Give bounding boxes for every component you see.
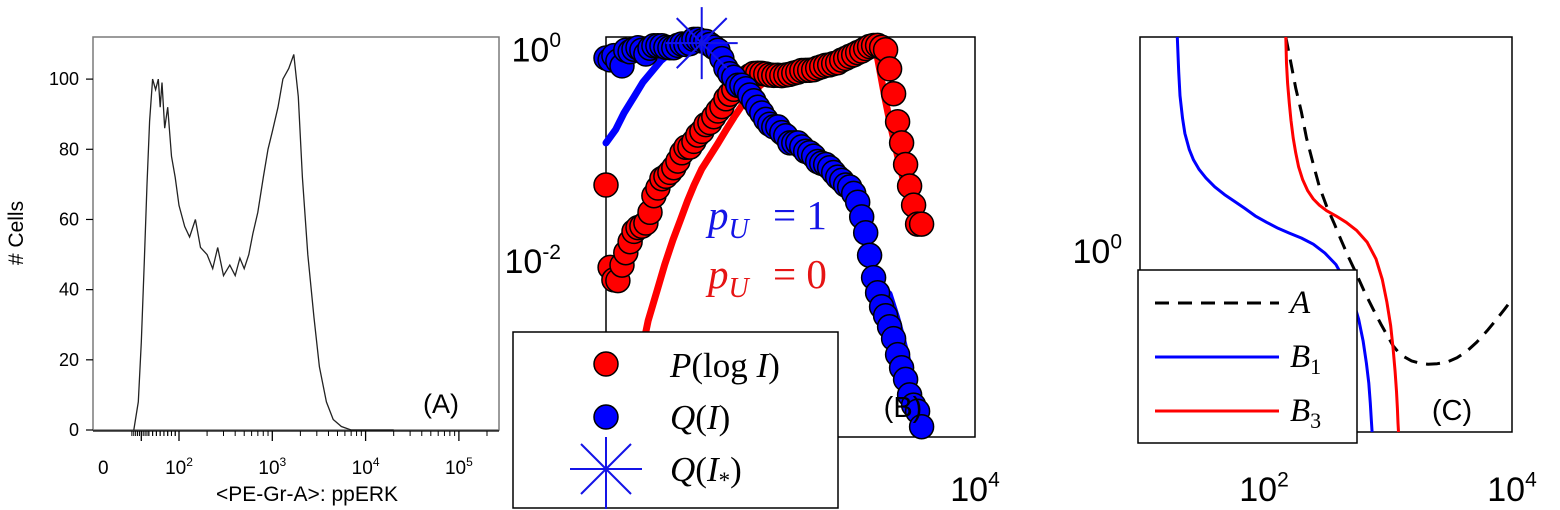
legend-marker-asterisk	[570, 437, 642, 509]
q-i-point	[852, 219, 879, 246]
panel-a-ylabel: # Cells	[5, 201, 28, 265]
panel-b-legend-box	[512, 331, 839, 509]
legend-marker-blue-circle	[593, 404, 619, 430]
x-tick-label: 104	[1487, 469, 1537, 509]
panel-c-label: (C)	[1432, 395, 1472, 427]
svg-text:= 0: = 0	[773, 251, 827, 297]
panel-a-plot	[133, 54, 394, 431]
panel-b-legend: P(log I) Q(I) Q(I*)	[512, 331, 839, 509]
q-i-point	[908, 413, 935, 440]
q-i-star-marker	[665, 7, 738, 80]
p-log-i-point	[908, 211, 935, 237]
p-log-i-point	[888, 130, 915, 156]
svg-text:pU: pU	[705, 192, 751, 245]
p-log-i-point	[884, 108, 911, 135]
legend-entry-b3: B3	[1155, 393, 1321, 433]
panel-c-legend: A B1 B3	[1137, 269, 1358, 444]
svg-text:= 1: = 1	[773, 192, 827, 238]
panel-b-y-ticks: 100 10-2	[504, 29, 561, 281]
svg-text:pU: pU	[705, 251, 751, 304]
x-tick-label: 0	[98, 458, 109, 479]
legend-entry-b1: B1	[1155, 339, 1321, 379]
legend-label-a: A	[1288, 285, 1311, 321]
panel-a-y-ticks: 0 20 40 60 80 100	[49, 69, 93, 440]
p-log-i-point	[876, 56, 903, 82]
panel-a-frame	[92, 36, 500, 431]
panel-a-label: (A)	[423, 389, 459, 419]
panel-c-x-ticks: 102 104	[1239, 469, 1537, 509]
x-tick-label: 102	[165, 455, 193, 479]
panel-b-plot	[593, 7, 935, 440]
panel-c-plot	[1175, 36, 1514, 433]
legend-label-b3: B3	[1290, 393, 1321, 433]
panel-b-label: (B)	[884, 392, 923, 424]
x-tick-label: 104	[352, 455, 380, 479]
legend-label-q-i-star: Q(I*)	[670, 450, 742, 493]
legend-label-q-i: Q(I)	[670, 398, 730, 437]
legend-label-p-log-i: P(log I)	[669, 346, 780, 385]
x-tick-label: 103	[258, 455, 286, 479]
x-tick-label: 104	[950, 469, 1000, 509]
y-tick-label: 60	[59, 209, 79, 229]
legend-entry-q-i: Q(I)	[593, 398, 730, 437]
legend-entry-p-log-i: P(log I)	[593, 346, 780, 385]
panel-b-x-ticks: 104	[950, 469, 1000, 509]
legend-marker-red-circle	[593, 351, 619, 377]
y-tick-label: 10-2	[504, 241, 561, 281]
q-i-point	[856, 242, 883, 269]
x-tick-label: 105	[445, 455, 473, 479]
y-tick-label: 80	[59, 139, 79, 159]
histogram-line	[133, 54, 394, 431]
y-tick-label: 100	[1072, 231, 1122, 271]
annotation-pu-1: pU = 1	[705, 192, 827, 245]
y-tick-label: 100	[511, 29, 561, 69]
y-tick-label: 0	[69, 420, 79, 440]
p-log-i-point	[593, 172, 619, 198]
y-tick-label: 40	[59, 280, 79, 300]
p-log-i-point	[880, 80, 907, 107]
legend-entry-q-i-star: Q(I*)	[570, 437, 742, 509]
panel-a-x-ticks: 0 102 103 104 105	[93, 430, 499, 479]
curve-b1	[1175, 36, 1374, 433]
legend-entry-a: A	[1155, 285, 1311, 321]
x-tick-label: 102	[1239, 469, 1289, 509]
panel-a-xlabel: <PE-Gr-A>: ppERK	[216, 483, 398, 506]
panel-c: 100 102 104 A B1 B3 (C)	[1072, 36, 1537, 509]
annotation-pu-0: pU = 0	[705, 251, 827, 304]
panel-b: 100 10-2 104 pU = 1 pU = 0 P(log I) Q(I)	[504, 7, 1000, 509]
panel-c-y-ticks: 100	[1072, 231, 1122, 271]
y-tick-label: 100	[49, 69, 79, 89]
panel-b-annotations: pU = 1 pU = 0	[705, 192, 827, 304]
p-log-i-point	[892, 151, 919, 178]
y-tick-label: 20	[59, 350, 79, 370]
panel-a: # Cells <PE-Gr-A>: ppERK (A) 0 20 40 60 80 10…	[5, 36, 500, 506]
legend-label-b1: B1	[1290, 339, 1321, 379]
curve-b3	[1284, 36, 1400, 433]
